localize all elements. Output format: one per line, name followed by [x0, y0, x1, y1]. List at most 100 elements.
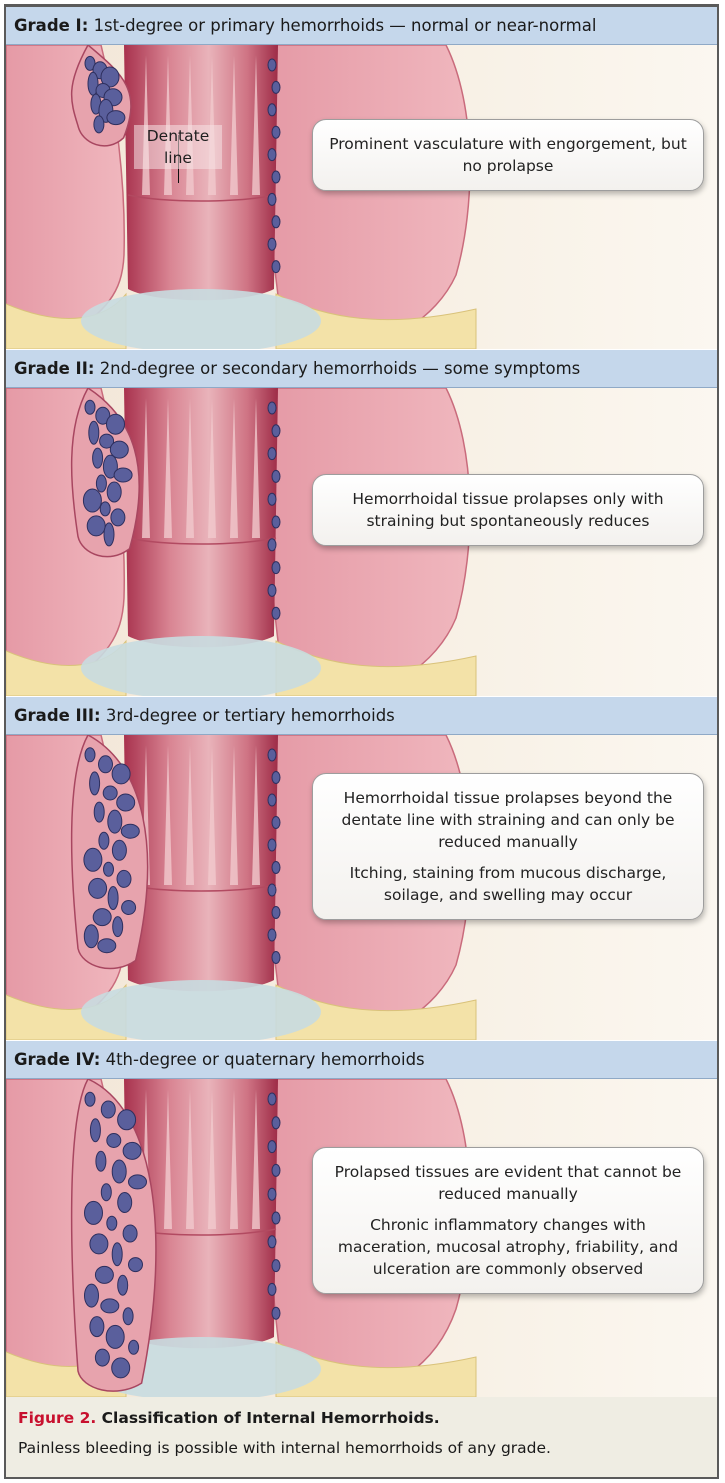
right-vessel: [272, 817, 280, 829]
grade-3-header: Grade III: 3rd-degree or tertiary hemorr…: [6, 697, 717, 735]
right-vessel: [268, 584, 276, 596]
vascular-lumen: [99, 832, 109, 849]
vascular-lumen: [112, 1358, 130, 1378]
vascular-lumen: [90, 1234, 108, 1254]
grade-1-callout-text-1: Prominent vasculature with engorgement, …: [325, 133, 691, 177]
vascular-lumen: [106, 1325, 124, 1348]
vascular-lumen: [118, 1193, 132, 1213]
grade-3-panel: Grade III: 3rd-degree or tertiary hemorr…: [6, 697, 717, 1040]
grade-3-callout-text-1: Hemorrhoidal tissue prolapses beyond the…: [325, 787, 691, 853]
vascular-lumen: [101, 1299, 119, 1313]
right-vessel: [272, 470, 280, 482]
grade-2-header: Grade II: 2nd-degree or secondary hemorr…: [6, 350, 717, 388]
right-vessel: [272, 516, 280, 528]
vascular-lumen: [87, 516, 105, 536]
right-vessel: [272, 1307, 280, 1319]
grade-4-header: Grade IV: 4th-degree or quaternary hemor…: [6, 1041, 717, 1079]
vascular-lumen: [85, 400, 95, 414]
right-vessel: [272, 862, 280, 874]
vascular-lumen: [129, 1258, 143, 1272]
grade-4-callout: Prolapsed tissues are evident that canno…: [312, 1147, 704, 1294]
vascular-lumen: [84, 848, 102, 871]
right-vessel: [272, 261, 280, 273]
grade-1-text: 1st-degree or primary hemorrhoids — norm…: [94, 16, 597, 35]
figure-caption: Figure 2. Classification of Internal Hem…: [6, 1397, 717, 1479]
vascular-lumen: [89, 421, 99, 444]
vascular-lumen: [122, 901, 136, 915]
vascular-lumen: [117, 870, 131, 887]
right-vessel: [268, 1093, 276, 1105]
right-vessel: [272, 907, 280, 919]
right-vessel: [268, 238, 276, 250]
vascular-lumen: [107, 482, 121, 502]
right-vessel: [268, 59, 276, 71]
vascular-lumen: [93, 909, 111, 926]
grade-2-callout: Hemorrhoidal tissue prolapses only with …: [312, 474, 704, 546]
vascular-lumen: [117, 794, 135, 811]
vascular-lumen: [85, 1284, 99, 1307]
grade-1-callout: Prominent vasculature with engorgement, …: [312, 119, 704, 191]
vascular-lumen: [112, 1243, 122, 1266]
vascular-lumen: [129, 1340, 139, 1354]
right-vessel: [268, 1141, 276, 1153]
grade-3-callout: Hemorrhoidal tissue prolapses beyond the…: [312, 773, 704, 920]
right-vessel: [272, 81, 280, 93]
vascular-lumen: [107, 111, 125, 125]
grade-2-callout-text-1: Hemorrhoidal tissue prolapses only with …: [325, 488, 691, 532]
right-vessel: [268, 1283, 276, 1295]
vascular-lumen: [83, 489, 101, 512]
right-vessel: [268, 884, 276, 896]
vascular-lumen: [85, 1201, 103, 1224]
vascular-lumen: [112, 764, 130, 784]
vascular-lumen: [123, 1225, 137, 1242]
grade-2-panel: Grade II: 2nd-degree or secondary hemorr…: [6, 350, 717, 696]
right-vessel: [268, 193, 276, 205]
right-vessel: [268, 448, 276, 460]
grade-1-header: Grade I: 1st-degree or primary hemorrhoi…: [6, 7, 717, 45]
right-vessel: [268, 1236, 276, 1248]
figure-title: Classification of Internal Hemorrhoids.: [102, 1409, 440, 1427]
vascular-lumen: [107, 1216, 117, 1230]
right-vessel: [272, 171, 280, 183]
right-vessel: [272, 1260, 280, 1272]
grade-1-anatomy: [6, 45, 717, 349]
grade-2-label: Grade II:: [14, 359, 94, 378]
right-vessel: [272, 1164, 280, 1176]
vascular-lumen: [114, 468, 132, 482]
right-vessel: [268, 402, 276, 414]
right-vessel: [272, 216, 280, 228]
grade-3-callout-text-2: Itching, staining from mucous discharge,…: [325, 862, 691, 906]
right-vessel: [268, 749, 276, 761]
grade-3-label: Grade III:: [14, 706, 101, 725]
vascular-lumen: [100, 502, 110, 516]
right-vessel: [272, 126, 280, 138]
grade-4-text: 4th-degree or quaternary hemorrhoids: [106, 1050, 425, 1069]
grade-4-callout-text-2: Chronic inflammatory changes with macera…: [325, 1214, 691, 1280]
vascular-lumen: [104, 523, 114, 546]
right-vessel: [272, 952, 280, 964]
vascular-lumen: [113, 917, 123, 937]
caption-body: Painless bleeding is possible with inter…: [18, 1434, 705, 1462]
figure-frame: Grade I: 1st-degree or primary hemorrhoi…: [4, 4, 719, 1479]
vascular-lumen: [108, 810, 122, 833]
vascular-lumen: [111, 509, 125, 526]
dentate-line-label: Dentate line: [134, 125, 222, 169]
right-vessel: [272, 1212, 280, 1224]
right-vessel: [268, 929, 276, 941]
vascular-lumen: [93, 448, 103, 468]
vascular-lumen: [123, 1308, 133, 1325]
vascular-lumen: [99, 756, 113, 773]
figure-number: Figure 2.: [18, 1409, 96, 1427]
vascular-lumen: [101, 1184, 111, 1201]
vascular-lumen: [112, 1160, 126, 1183]
vascular-lumen: [95, 1266, 113, 1283]
grade-1-label: Grade I:: [14, 16, 88, 35]
grade-4-callout-text-1: Prolapsed tissues are evident that canno…: [325, 1161, 691, 1205]
vascular-lumen: [112, 840, 126, 860]
right-vessel: [272, 772, 280, 784]
right-vessel: [268, 493, 276, 505]
vascular-lumen: [90, 1119, 100, 1142]
vascular-lumen: [95, 1349, 109, 1366]
vascular-lumen: [90, 1317, 104, 1337]
right-vessel: [268, 104, 276, 116]
